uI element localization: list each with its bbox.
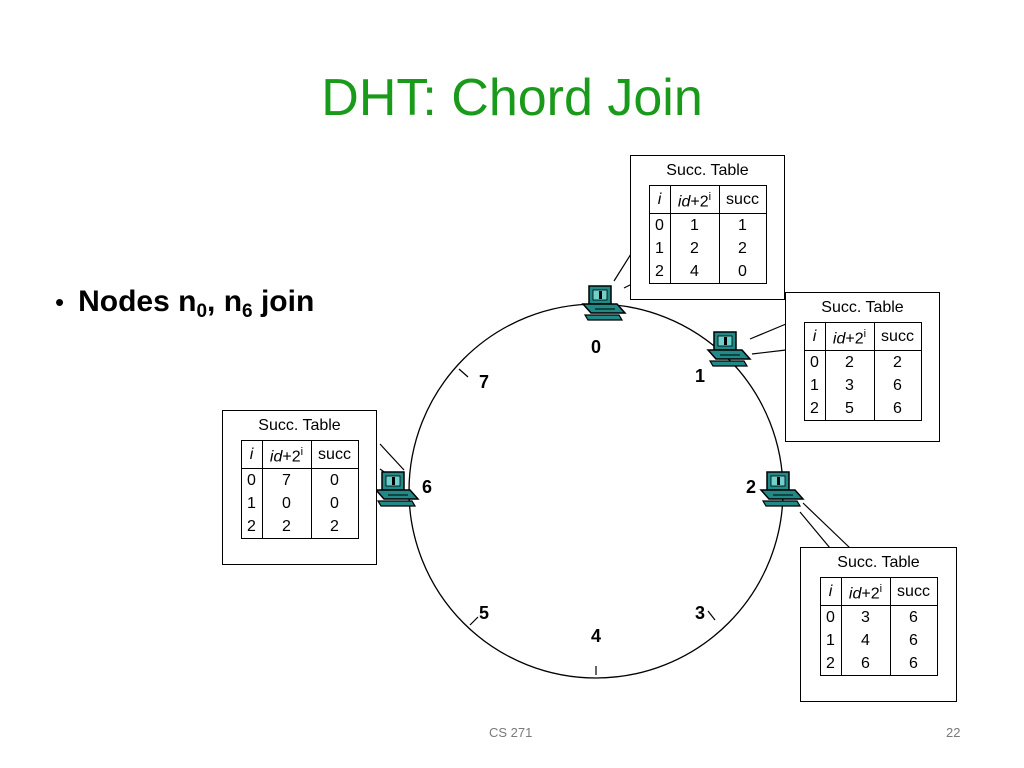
ring-tick-7	[458, 368, 469, 378]
col-header-succ: succ	[719, 185, 766, 215]
bullet-text-suffix: join	[252, 285, 315, 318]
callout-line-node6	[379, 443, 405, 471]
bullet-dot: •	[55, 287, 65, 317]
col-header-i: i	[820, 577, 842, 607]
callout-line-node1-b	[751, 349, 787, 355]
computer-icon	[707, 331, 751, 367]
ring-label-4: 4	[591, 626, 601, 646]
ring-label-3: 3	[695, 603, 705, 623]
col-header-id: id+2i	[841, 577, 891, 607]
col-header-succ: succ	[874, 322, 921, 352]
col-header-i: i	[649, 185, 671, 215]
col-header-id: id+2i	[670, 185, 720, 215]
ring-label-0: 0	[591, 337, 601, 357]
col-header-succ: succ	[311, 440, 358, 470]
ring-tick-3	[707, 610, 716, 621]
col-header-i: i	[241, 440, 263, 470]
col-header-id: id+2i	[262, 440, 312, 470]
col-header-id: id+2i	[825, 322, 875, 352]
callout-line-node2-b	[799, 511, 831, 549]
col-header-i: i	[804, 322, 826, 352]
ring-label-2: 2	[746, 477, 756, 497]
succ-table-caption: Succ. Table	[837, 554, 920, 571]
chord-ring	[408, 303, 784, 679]
bullet-text-mid: , n	[207, 285, 243, 318]
computer-icon	[760, 471, 804, 507]
callout-line-node1	[749, 323, 787, 340]
slide-title: DHT: Chord Join	[321, 69, 703, 127]
bullet-sub-6: 6	[242, 301, 253, 322]
ring-label-5: 5	[479, 603, 489, 623]
ring-label-1: 1	[695, 366, 705, 386]
succ-table-caption: Succ. Table	[821, 299, 904, 316]
footer-course: CS 271	[489, 725, 533, 740]
footer-page-number: 22	[946, 725, 961, 740]
ring-tick-5	[469, 616, 479, 626]
callout-line-node2	[802, 502, 851, 549]
bullet-sub-0: 0	[196, 301, 208, 322]
col-header-succ: succ	[890, 577, 937, 607]
computer-icon	[582, 285, 626, 321]
computer-icon	[375, 471, 419, 507]
bullet-text-prefix: Nodes n	[78, 285, 197, 318]
bullet-item: • Nodes n0, n6 join	[55, 284, 314, 324]
succ-table-caption: Succ. Table	[258, 417, 341, 434]
succ-table-caption: Succ. Table	[666, 162, 749, 179]
ring-label-7: 7	[479, 372, 489, 392]
ring-label-6: 6	[422, 477, 432, 497]
